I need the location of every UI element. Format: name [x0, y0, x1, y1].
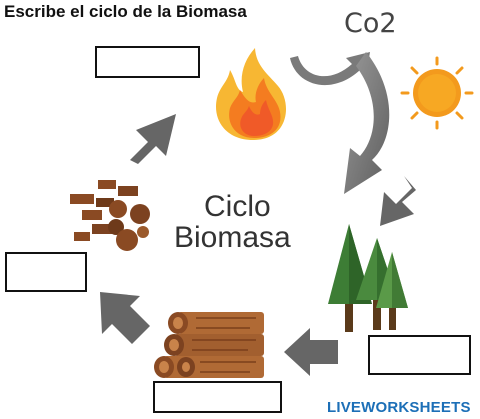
arrow-icon — [284, 328, 338, 376]
logs-icon — [154, 312, 264, 378]
liveworksheets-watermark: LIVEWORKSHEETS — [327, 399, 471, 416]
answer-box-4[interactable] — [153, 381, 282, 413]
center-title-line1: Ciclo — [204, 190, 271, 223]
center-title-line2: Biomasa — [174, 221, 291, 254]
arrow-icon — [100, 292, 150, 344]
answer-box-3[interactable] — [368, 335, 471, 375]
arrow-icon — [380, 176, 416, 226]
arrow-icon — [130, 114, 176, 164]
fire-icon — [215, 48, 287, 140]
sun-icon — [400, 56, 474, 130]
answer-box-1[interactable] — [95, 46, 200, 78]
co2-label: Co2 — [344, 8, 397, 39]
trees-icon — [328, 224, 408, 332]
arrow-icon — [290, 52, 370, 86]
worksheet-title: Escribe el ciclo de la Biomasa — [4, 2, 247, 21]
answer-box-2[interactable] — [5, 252, 87, 292]
biomass-pellets-icon — [70, 180, 150, 251]
cycle-center-title: Ciclo Biomasa — [174, 192, 314, 254]
arrow-icon — [344, 52, 390, 194]
